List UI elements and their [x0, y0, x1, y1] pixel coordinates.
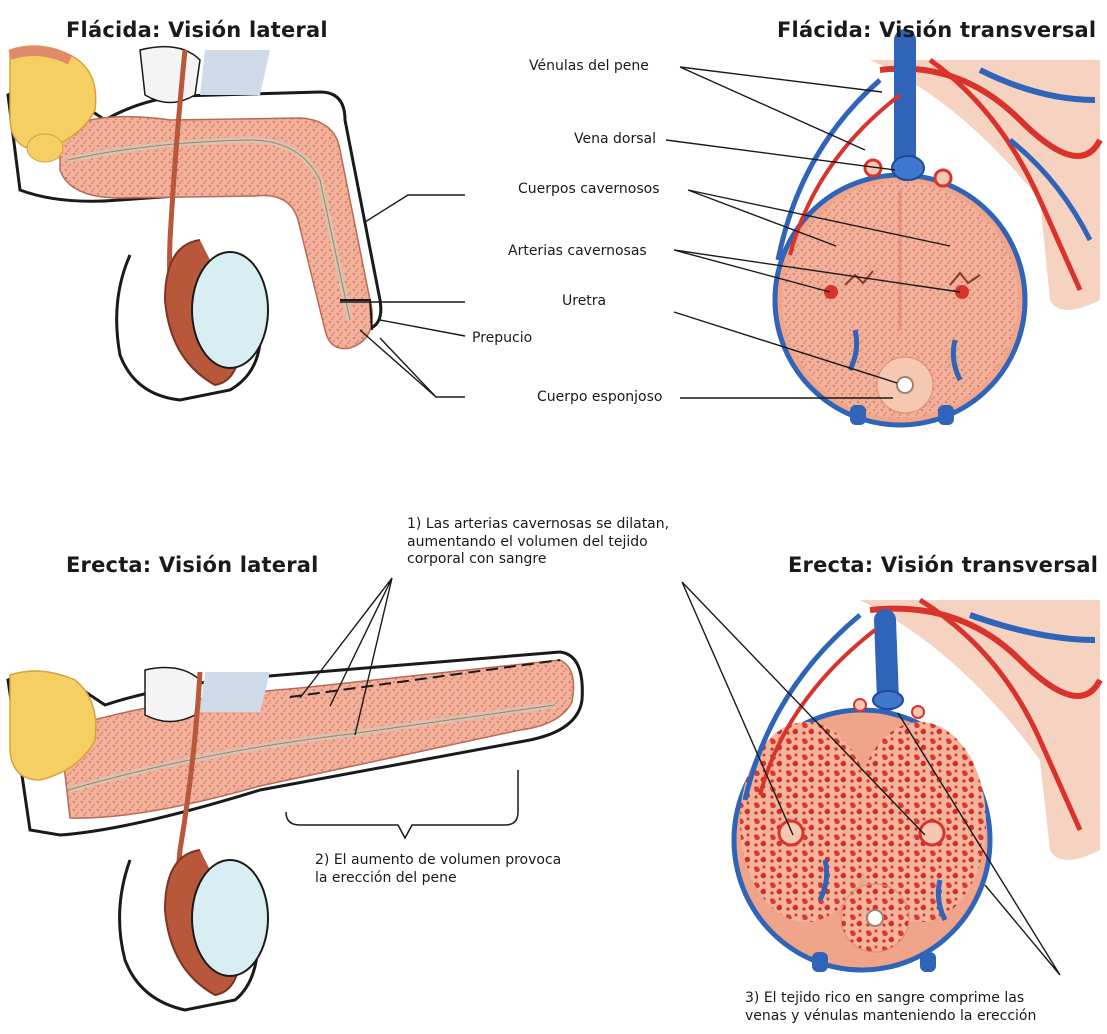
title-flaccid-lateral: Flácida: Visión lateral — [66, 18, 328, 42]
flaccid-lateral-view — [8, 46, 381, 400]
note-step-1: 1) Las arterias cavernosas se dilatan, a… — [407, 516, 669, 569]
title-erect-transverse: Erecta: Visión transversal — [788, 553, 1098, 577]
label-urethra: Uretra — [562, 293, 606, 309]
label-cavernous-arteries: Arterias cavernosas — [508, 243, 647, 259]
erect-lateral-view — [8, 652, 582, 1010]
label-prepuce: Prepucio — [472, 330, 532, 346]
label-dorsal-vein: Vena dorsal — [574, 131, 656, 147]
erect-transverse-view — [734, 600, 1100, 972]
label-venules: Vénulas del pene — [529, 58, 649, 74]
title-flaccid-transverse: Flácida: Visión transversal — [777, 18, 1096, 42]
title-erect-lateral: Erecta: Visión lateral — [66, 553, 319, 577]
label-corpus-spongiosum: Cuerpo esponjoso — [537, 389, 662, 405]
flaccid-transverse-view — [775, 40, 1100, 425]
note-step-3: 3) El tejido rico en sangre comprime las… — [745, 990, 1036, 1025]
note-step-2: 2) El aumento de volumen provoca la erec… — [315, 852, 561, 887]
label-corpora-cavernosa: Cuerpos cavernosos — [518, 181, 660, 197]
